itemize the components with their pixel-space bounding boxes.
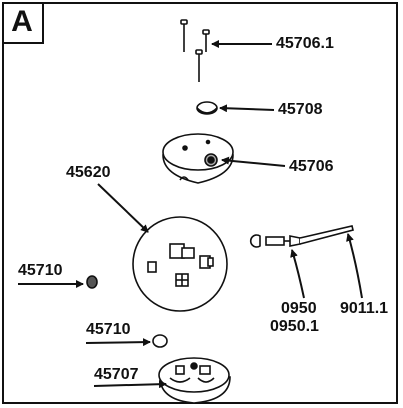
label-plug-left: 45710 <box>18 262 63 279</box>
label-kit: 45620 <box>66 164 111 181</box>
label-housing: 45706 <box>289 158 334 175</box>
cap-part <box>196 101 218 115</box>
plug-left-part <box>86 275 98 289</box>
diagram-frame <box>2 2 398 404</box>
panel-letter: A <box>2 2 44 44</box>
label-bulb-a: 0950 <box>281 300 317 317</box>
label-base: 45707 <box>94 366 139 383</box>
leader-arrows <box>18 40 363 389</box>
label-cap: 45708 <box>278 101 323 118</box>
base-part <box>158 357 231 404</box>
plug-lower-part <box>152 334 168 348</box>
label-plug-lower: 45710 <box>86 321 131 338</box>
label-screws: 45706.1 <box>276 35 334 52</box>
housing-part <box>162 133 234 184</box>
kit-circle <box>132 216 228 312</box>
screws-part <box>180 19 210 82</box>
pin-part <box>249 225 354 248</box>
label-bulb-b: 0950.1 <box>270 318 319 335</box>
label-pin: 9011.1 <box>340 300 389 317</box>
